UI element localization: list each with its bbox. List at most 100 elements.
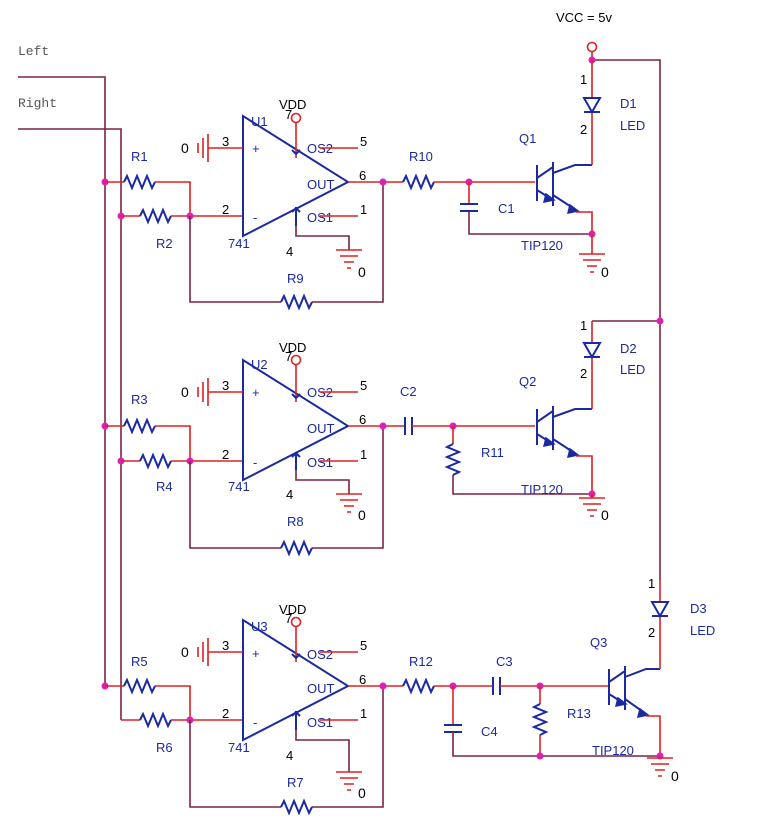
u1-label: U1 xyxy=(251,114,268,129)
resistor-r5 xyxy=(123,677,156,695)
transistor-q2 xyxy=(536,406,592,455)
svg-text:0: 0 xyxy=(181,384,189,400)
vdd-terminal xyxy=(290,616,302,628)
svg-text:0: 0 xyxy=(181,644,189,660)
vcc-label: VCC = 5v xyxy=(556,10,612,25)
junction xyxy=(379,178,387,186)
svg-text:4: 4 xyxy=(286,244,293,259)
r9-label: R9 xyxy=(287,271,304,286)
resistor-r3 xyxy=(123,417,156,435)
capacitor-c2 xyxy=(404,417,413,435)
resistor-r7 xyxy=(280,798,313,816)
resistor-r9 xyxy=(280,293,313,311)
ground-symbol xyxy=(336,249,362,269)
ground-symbol xyxy=(336,493,362,513)
r7-label: R7 xyxy=(287,775,304,790)
svg-text:LED: LED xyxy=(620,362,645,377)
d2-label: D2 xyxy=(620,341,637,356)
vcc-terminal xyxy=(586,41,598,53)
q1-label: Q1 xyxy=(519,131,536,146)
d3-label: D3 xyxy=(690,601,707,616)
svg-text:1: 1 xyxy=(360,706,367,721)
c3-label: C3 xyxy=(496,654,513,669)
u1-model-label: 741 xyxy=(228,236,250,251)
svg-text:TIP120: TIP120 xyxy=(592,743,634,758)
svg-text:741: 741 xyxy=(228,479,250,494)
svg-text:LED: LED xyxy=(690,623,715,638)
ground-symbol xyxy=(197,134,209,162)
svg-text:0: 0 xyxy=(358,785,366,801)
capacitor-c4 xyxy=(444,724,462,733)
svg-text:+: + xyxy=(252,385,260,400)
ground-symbol xyxy=(579,234,605,273)
svg-text:6: 6 xyxy=(359,168,366,183)
resistor-r12 xyxy=(402,677,435,695)
r10-label: R10 xyxy=(409,149,433,164)
ground-symbol xyxy=(197,638,209,666)
svg-text:OUT: OUT xyxy=(307,177,335,192)
transistor-q1 xyxy=(536,162,592,211)
r6-label: R6 xyxy=(156,740,173,755)
svg-text:2: 2 xyxy=(222,706,229,721)
svg-text:OS2: OS2 xyxy=(307,647,333,662)
svg-text:1: 1 xyxy=(580,318,587,333)
q3-label: Q3 xyxy=(590,635,607,650)
r11-label: R11 xyxy=(481,445,504,460)
capacitor-c1 xyxy=(460,203,478,212)
svg-text:1: 1 xyxy=(360,202,367,217)
transistor-q3 xyxy=(608,666,660,715)
svg-text:2: 2 xyxy=(580,366,587,381)
led-d3 xyxy=(650,601,670,619)
svg-text:5: 5 xyxy=(360,134,367,149)
svg-text:1: 1 xyxy=(580,72,587,87)
c4-label: C4 xyxy=(481,724,498,739)
svg-text:1: 1 xyxy=(648,576,655,591)
c1-label: C1 xyxy=(498,201,515,216)
resistor-r6 xyxy=(139,711,172,729)
junction xyxy=(656,317,664,325)
svg-text:0: 0 xyxy=(358,264,366,280)
svg-text:+: + xyxy=(252,141,260,156)
ground-symbol xyxy=(579,494,605,517)
r5-label: R5 xyxy=(131,654,148,669)
r3-label: R3 xyxy=(131,392,148,407)
resistor-r11 xyxy=(444,443,462,476)
svg-text:VDD: VDD xyxy=(279,97,306,112)
c2-label: C2 xyxy=(400,384,417,399)
right-input-label: Right xyxy=(18,96,57,111)
resistor-r4 xyxy=(139,452,172,470)
stage-1: R1 R2 R9 U1 741 + - OUT OS2 OS1 0 3 2 VD… xyxy=(101,60,645,311)
svg-text:OUT: OUT xyxy=(307,681,335,696)
svg-text:0: 0 xyxy=(671,768,679,784)
resistor-r1 xyxy=(123,173,156,191)
vdd-terminal xyxy=(290,354,302,366)
led-d2 xyxy=(582,342,602,360)
svg-text:-: - xyxy=(253,455,257,470)
svg-text:0: 0 xyxy=(601,264,609,280)
u3-label: U3 xyxy=(251,619,268,634)
svg-text:6: 6 xyxy=(359,672,366,687)
junction xyxy=(536,752,544,760)
r2-label: R2 xyxy=(156,236,173,251)
svg-text:VDD: VDD xyxy=(279,602,306,617)
svg-text:5: 5 xyxy=(360,378,367,393)
led-d1 xyxy=(582,97,602,115)
resistor-r10 xyxy=(402,173,435,191)
svg-text:OS1: OS1 xyxy=(307,455,333,470)
junction xyxy=(379,682,387,690)
resistor-r13 xyxy=(531,703,549,736)
vdd-terminal xyxy=(290,112,302,124)
r1-label: R1 xyxy=(131,149,148,164)
d1-label: D1 xyxy=(620,96,637,111)
svg-text:7: 7 xyxy=(285,107,292,122)
r12-label: R12 xyxy=(409,654,433,669)
svg-text:3: 3 xyxy=(222,638,229,653)
r4-label: R4 xyxy=(156,479,173,494)
stage-3: R5 R6 R7 U3 741 + - OUT OS2 OS1 0 3 2 VD… xyxy=(101,576,715,816)
svg-text:5: 5 xyxy=(360,638,367,653)
svg-text:-: - xyxy=(253,715,257,730)
u2-label: U2 xyxy=(251,357,268,372)
left-bus-wire xyxy=(18,76,106,686)
ground-symbol xyxy=(197,378,209,406)
